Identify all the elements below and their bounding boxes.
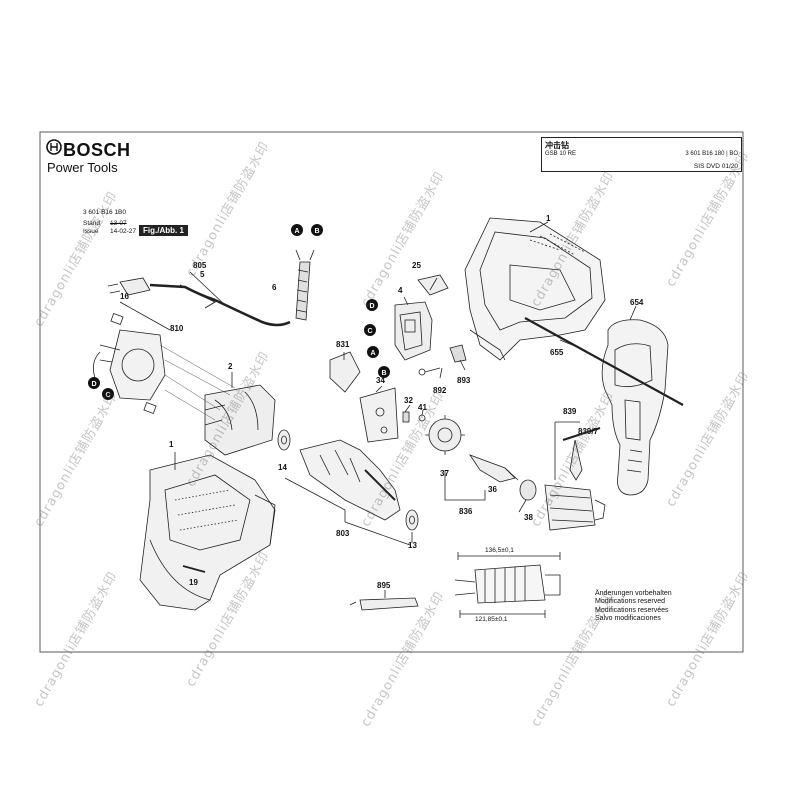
brush-holder bbox=[92, 313, 166, 414]
part-label-32: 32 bbox=[404, 396, 413, 405]
part-label-19: 19 bbox=[189, 578, 198, 587]
gear bbox=[425, 415, 465, 455]
chuck-key bbox=[562, 427, 601, 481]
bearing-13 bbox=[405, 509, 419, 531]
drill-chuck bbox=[544, 484, 606, 531]
callout-markers bbox=[88, 224, 390, 400]
part-label-803: 803 bbox=[336, 529, 350, 538]
depth-rod bbox=[524, 317, 684, 406]
part-label-2: 2 bbox=[228, 362, 233, 371]
screw-19 bbox=[182, 565, 206, 573]
part-label-4: 4 bbox=[398, 286, 403, 295]
part-label-5: 5 bbox=[200, 270, 205, 279]
part-label-895: 895 bbox=[377, 581, 391, 590]
brand-subtitle: Power Tools bbox=[47, 160, 118, 175]
stand-label: Stand bbox=[83, 220, 100, 227]
part-label-839: 839 bbox=[563, 407, 577, 416]
callout-c2: C bbox=[105, 392, 110, 399]
stand-value: 13-07 bbox=[110, 220, 127, 227]
model-name: GSB 10 RE bbox=[545, 151, 577, 157]
disc-version: SIS DVD 01/20 bbox=[693, 163, 738, 170]
spindle bbox=[468, 454, 519, 483]
note-en: Modifications reserved bbox=[595, 598, 666, 606]
note-es: Salvo modificaciones bbox=[595, 615, 661, 623]
switch bbox=[394, 301, 433, 361]
drawing-number: 3 601 B16 1B0 bbox=[83, 209, 127, 216]
part-label-655: 655 bbox=[550, 348, 564, 357]
part-label-839-7: 839/7 bbox=[578, 427, 599, 436]
armature-dimension-figure bbox=[454, 552, 561, 618]
drill-housing bbox=[139, 454, 276, 611]
callout-a2: A bbox=[370, 350, 375, 357]
part-32 bbox=[402, 411, 410, 423]
part-831 bbox=[329, 351, 361, 393]
note-fr: Modifications reservées bbox=[595, 606, 669, 614]
part-label-654: 654 bbox=[630, 298, 644, 307]
part-number: 3 601 B16 180 | BO bbox=[685, 151, 738, 157]
note-de: Änderungen vorbehalten bbox=[595, 590, 672, 597]
part-label-1-lower: 1 bbox=[169, 440, 174, 449]
page-frame bbox=[39, 131, 744, 653]
part-label-1: 1 bbox=[546, 214, 551, 223]
part-label-893: 893 bbox=[457, 376, 471, 385]
stator bbox=[204, 384, 276, 456]
part-label-13: 13 bbox=[408, 541, 417, 550]
modification-notes: Änderungen vorbehalten Modifications res… bbox=[595, 590, 672, 624]
armature bbox=[299, 439, 401, 521]
part-label-6: 6 bbox=[272, 283, 277, 292]
title-block bbox=[541, 137, 742, 172]
callout-a1: A bbox=[294, 228, 299, 235]
bosch-logo-icon bbox=[46, 139, 62, 155]
gear-plate bbox=[359, 387, 399, 443]
part-label-16: 16 bbox=[120, 292, 129, 301]
part-label-836: 836 bbox=[459, 507, 473, 516]
part-label-14: 14 bbox=[278, 463, 287, 472]
part-label-38: 38 bbox=[524, 513, 533, 522]
part-label-892: 892 bbox=[433, 386, 447, 395]
part-label-41: 41 bbox=[418, 403, 427, 412]
callout-b1: B bbox=[314, 228, 319, 235]
power-cord bbox=[107, 277, 291, 327]
part-label-831: 831 bbox=[336, 340, 350, 349]
callout-d1: D bbox=[369, 303, 374, 310]
brand-name: BOSCH bbox=[63, 140, 131, 160]
auxiliary-handle bbox=[601, 319, 669, 496]
housing-half bbox=[464, 217, 606, 361]
product-title: 冲击钻 bbox=[545, 141, 569, 150]
part-41 bbox=[418, 414, 426, 422]
part-895 bbox=[349, 597, 419, 611]
issue-label: Issue bbox=[83, 228, 99, 235]
figure-tag: Fig./Abb. 1 bbox=[139, 225, 188, 236]
callout-b2: B bbox=[381, 370, 386, 377]
part-label-37: 37 bbox=[440, 469, 449, 478]
part-label-36: 36 bbox=[488, 485, 497, 494]
issue-value: 14-02-27 bbox=[110, 228, 137, 235]
dimension-top: 136,5±0,1 bbox=[485, 547, 514, 554]
bearing-14 bbox=[277, 429, 291, 451]
callout-d2: D bbox=[91, 381, 96, 388]
part-label-805: 805 bbox=[193, 261, 207, 270]
dimension-bottom: 121,85±0,1 bbox=[475, 616, 508, 623]
part-label-34: 34 bbox=[376, 376, 385, 385]
part-38 bbox=[519, 479, 537, 501]
part-label-25: 25 bbox=[412, 261, 421, 270]
callout-c1: C bbox=[367, 328, 372, 335]
screws-892-893 bbox=[418, 344, 467, 376]
cord-protector bbox=[295, 249, 315, 321]
part-label-810: 810 bbox=[170, 324, 184, 333]
